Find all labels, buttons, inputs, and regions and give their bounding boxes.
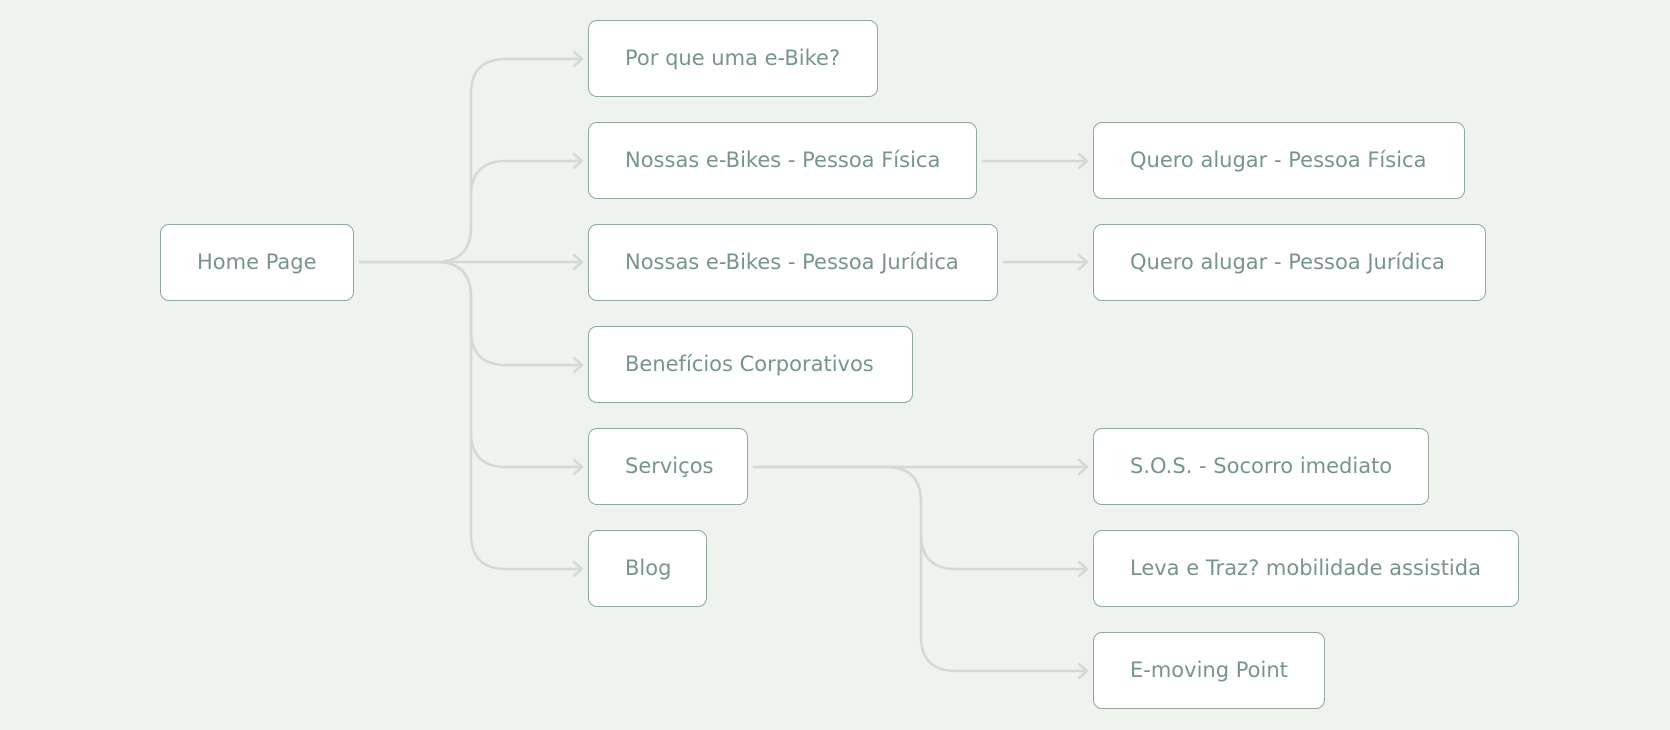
arrowhead-icon [572, 356, 584, 374]
node-e-bikes-pessoa-fisica[interactable]: Nossas e-Bikes - Pessoa Física [588, 122, 977, 199]
node-leva-e-traz[interactable]: Leva e Traz? mobilidade assistida [1093, 530, 1519, 607]
arrowhead-icon [1077, 458, 1089, 476]
arrowhead-icon [1077, 152, 1089, 170]
connector-home-blog [358, 260, 582, 571]
node-por-que-e-bike[interactable]: Por que uma e-Bike? [588, 20, 878, 97]
arrowhead-icon [572, 152, 584, 170]
arrowhead-icon [572, 253, 584, 271]
connector-serv-leva [752, 465, 1087, 571]
node-quero-alugar-pessoa-juridica[interactable]: Quero alugar - Pessoa Jurídica [1093, 224, 1486, 301]
node-blog[interactable]: Blog [588, 530, 707, 607]
connector-home-pf [358, 159, 582, 264]
node-home-page[interactable]: Home Page [160, 224, 354, 301]
node-beneficios-corporativos[interactable]: Benefícios Corporativos [588, 326, 913, 403]
node-quero-alugar-pessoa-fisica[interactable]: Quero alugar - Pessoa Física [1093, 122, 1465, 199]
arrowhead-icon [1077, 560, 1089, 578]
arrowhead-icon [1077, 253, 1089, 271]
node-e-moving-point[interactable]: E-moving Point [1093, 632, 1325, 709]
arrowhead-icon [1077, 662, 1089, 680]
arrowhead-icon [572, 458, 584, 476]
arrowhead-icon [572, 560, 584, 578]
node-servicos[interactable]: Serviços [588, 428, 748, 505]
node-e-bikes-pessoa-juridica[interactable]: Nossas e-Bikes - Pessoa Jurídica [588, 224, 998, 301]
node-sos-socorro-imediato[interactable]: S.O.S. - Socorro imediato [1093, 428, 1429, 505]
arrowhead-icon [572, 50, 584, 68]
connector-serv-point [752, 465, 1087, 673]
